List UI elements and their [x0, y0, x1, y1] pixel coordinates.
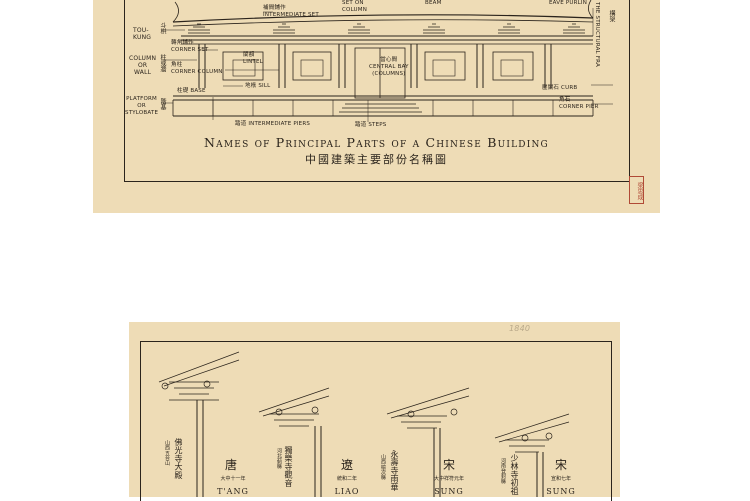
label-eave-purlin: EAVE PURLIN: [549, 0, 588, 6]
label-column-zh: 柱或牆: [159, 54, 166, 73]
label-corner-set: 轉角鋪作 CORNER SET: [171, 40, 209, 53]
era-1-date: 大中十一年: [220, 476, 246, 482]
label-platform-zh: 階基: [159, 98, 166, 111]
label-structural-zh: 構架: [608, 10, 615, 23]
era-4-dynasty-zh: 宋: [554, 458, 567, 472]
drawing-sheet-top: TOU- KUNG 斗栱 COLUMN OR WALL 柱或牆 PLATFORM…: [93, 0, 660, 213]
era-3-site-region: 山西榆次縣: [380, 454, 386, 480]
era-2-dynasty-en: LIAO: [334, 487, 360, 496]
drawing-frame-bottom: [140, 341, 612, 501]
label-steps: 踏道 STEPS: [355, 122, 387, 128]
era-4-date: 宣和七年: [550, 476, 571, 482]
label-tou-kung: TOU- KUNG: [133, 27, 152, 41]
era-1-dynasty-zh: 唐: [224, 458, 237, 472]
label-corner-column: 角柱 CORNER COLUMN: [171, 62, 223, 75]
drawing-frame: [124, 0, 630, 182]
label-base: 柱礎 BASE: [177, 88, 206, 94]
era-2-dynasty-zh: 遼: [340, 458, 353, 472]
era-2-date: 統和二年: [336, 476, 357, 482]
era-2-site-region: 河北薊縣: [276, 448, 282, 469]
label-intermediate-set: 補間鋪作 INTERMEDIATE SET: [263, 5, 319, 18]
label-curb: 壓闌石 CURB: [542, 85, 578, 91]
era-3-dynasty-zh: 宋: [442, 458, 455, 472]
bracket-comparison-drawing: [158, 351, 570, 497]
era-1-site: 佛光寺大殿: [174, 438, 183, 479]
label-corner-pier: 角石 CORNER PIER: [559, 97, 599, 110]
label-set-on-column: SET ON COLUMN: [342, 0, 368, 13]
label-lintel: 闌額 LINTEL: [243, 52, 263, 65]
label-structural-frame: THE STRUCTURAL FRA: [594, 2, 600, 67]
era-1-site-region: 山西五台山: [164, 440, 170, 466]
pencil-note: 1840: [509, 324, 531, 333]
era-3-site: 永壽寺雨華: [390, 450, 399, 491]
label-intermediate-piers: 踏道 INTERMEDIATE PIERS: [235, 121, 311, 127]
era-3-date: 大中祥符元年: [433, 476, 464, 482]
label-tou-kung-zh: 斗栱: [159, 22, 166, 35]
drawing-sheet-bottom: 1840 山西五台山 佛光寺大殿 唐 大中十一年 T'AN: [129, 322, 620, 501]
era-4-site: 少林寺初祖: [510, 454, 519, 495]
label-beam: BEAM: [425, 0, 442, 6]
era-4-site-region: 河南登封縣: [500, 458, 506, 484]
building-elevation-drawing: [161, 0, 613, 122]
label-central-bay: 當心間 CENTRAL BAY (COLUMNS): [369, 57, 409, 77]
red-seal-stamp: 梁思成: [629, 176, 644, 204]
drawing-title-chinese: 中國建築主要部份名稱圖: [305, 153, 448, 166]
era-2-site: 獨樂寺觀音: [284, 446, 293, 487]
label-platform: PLATFORM OR STYLOBATE: [125, 96, 159, 116]
label-column-or-wall: COLUMN OR WALL: [129, 55, 157, 76]
label-sill: 地栿 SILL: [245, 83, 271, 89]
era-1-dynasty-en: T'ANG: [217, 487, 249, 496]
era-3-dynasty-en: SUNG: [434, 487, 464, 496]
era-4-dynasty-en: SUNG: [546, 487, 576, 496]
drawing-title-english: Names of Principal Parts of a Chinese Bu…: [204, 135, 549, 150]
